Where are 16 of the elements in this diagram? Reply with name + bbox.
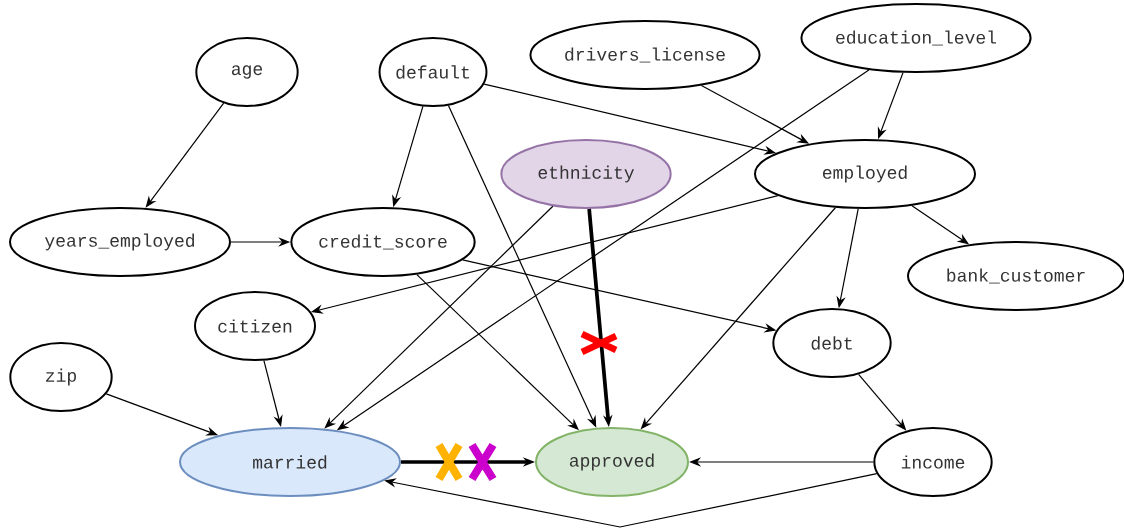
ellipse-node: income [873, 427, 993, 497]
ellipse-node: credit_score [290, 207, 476, 277]
ellipse-node: age [195, 37, 299, 107]
ellipse-node: zip [9, 342, 113, 412]
ellipse-node: citizen [194, 291, 316, 361]
ellipse-node: married [179, 427, 401, 497]
ellipse-node: employed [754, 139, 976, 209]
ellipse-node: default [378, 37, 488, 107]
ellipse-node: years_employed [9, 207, 231, 277]
arrow [145, 102, 225, 208]
ellipse-node: drivers_license [529, 20, 761, 90]
ellipse-node: debt [772, 308, 892, 378]
ellipse-node: approved [535, 427, 689, 497]
ellipse-node: ethnicity [500, 139, 672, 209]
ellipse-node: education_level [800, 3, 1032, 73]
arrow [324, 205, 554, 429]
